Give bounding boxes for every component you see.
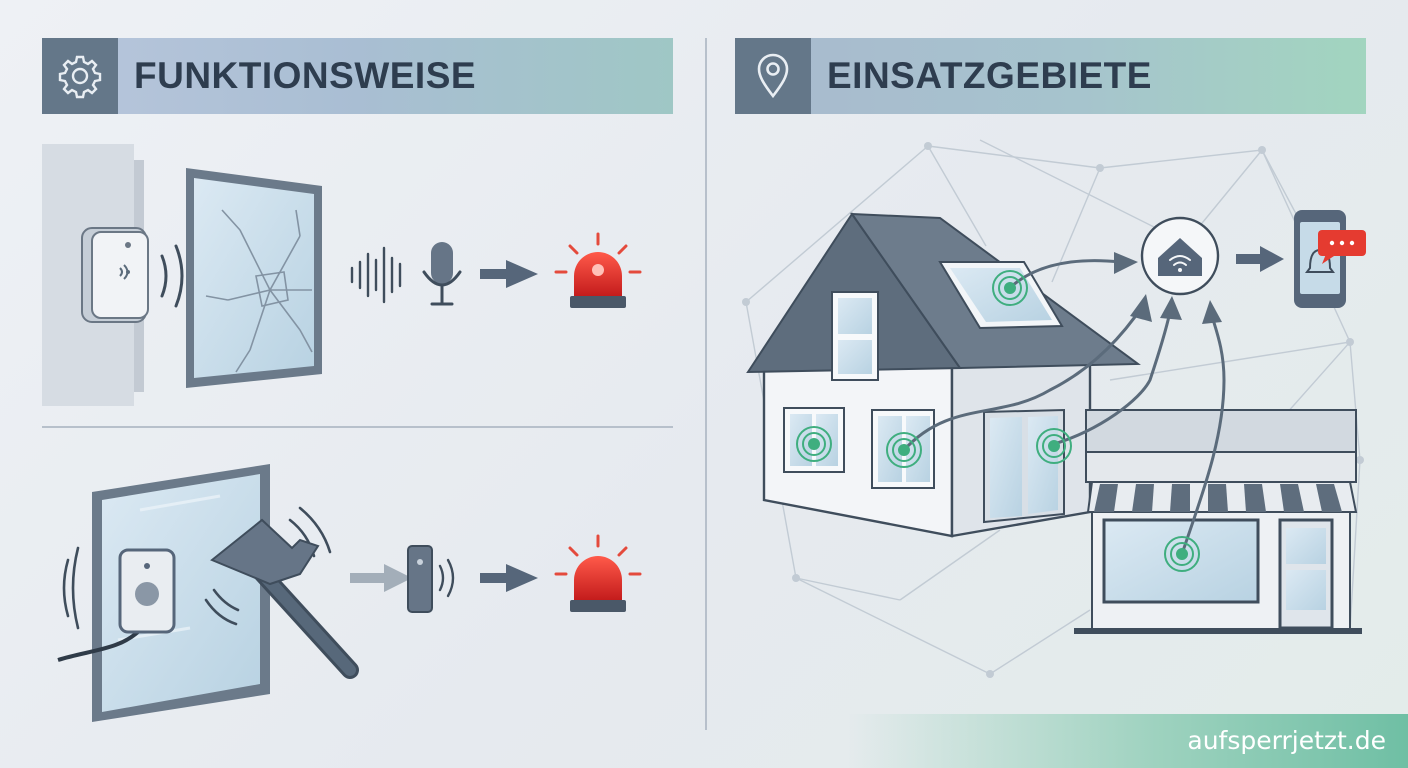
shop-icon — [1074, 409, 1362, 634]
hammer-icon — [210, 518, 359, 679]
vibration-sensor-icon — [57, 548, 176, 662]
smartphone-notification-icon — [1294, 210, 1366, 308]
alarm-siren-icon — [554, 232, 642, 308]
gear-icon — [58, 55, 102, 99]
header-icon-box — [735, 38, 811, 114]
house-icon — [746, 212, 1141, 538]
signal-arrowheads — [1114, 252, 1222, 324]
sensor-pulse-icon — [992, 270, 1028, 306]
location-pin-icon — [757, 53, 789, 99]
sensor-signal-icons — [796, 270, 1200, 572]
vibration-sensor-scene — [57, 464, 642, 722]
arrow-right-icon — [1236, 246, 1284, 272]
waveform-icon — [350, 246, 402, 304]
horizontal-divider — [42, 426, 673, 428]
header-funktionsweise: FUNKTIONSWEISE — [42, 38, 673, 114]
header-einsatzgebiete: EINSATZGEBIETE — [735, 38, 1366, 114]
acoustic-sensor-scene — [42, 144, 642, 406]
broken-window-icon — [186, 168, 322, 388]
header-icon-box — [42, 38, 118, 114]
microphone-icon — [422, 242, 462, 306]
sensor-pulse-icon — [886, 432, 922, 468]
arrow-right-icon — [480, 260, 538, 288]
sensor-pulse-icon — [796, 426, 832, 462]
arrow-right-icon — [480, 564, 538, 592]
arrow-right-icon — [350, 564, 412, 592]
sensor-pulse-icon — [1164, 536, 1200, 572]
acoustic-sensor-icon — [81, 227, 149, 323]
window-frame-icon — [92, 464, 270, 722]
sensor-pulse-icon — [1036, 428, 1072, 464]
brand-banner — [848, 714, 1408, 768]
vibration-waves-icon — [62, 506, 332, 630]
brand-text: aufsperrjetzt.de — [1187, 726, 1386, 755]
section-title-einsatzgebiete: EINSATZGEBIETE — [827, 55, 1152, 96]
smart-home-hub-icon — [1140, 216, 1220, 296]
vertical-divider — [705, 38, 707, 730]
signal-connections — [902, 259, 1226, 555]
network-nodes — [742, 142, 1364, 678]
alarm-siren-icon — [554, 534, 642, 612]
door-sensor-icon — [407, 545, 455, 613]
section-title-funktionsweise: FUNKTIONSWEISE — [134, 55, 477, 96]
